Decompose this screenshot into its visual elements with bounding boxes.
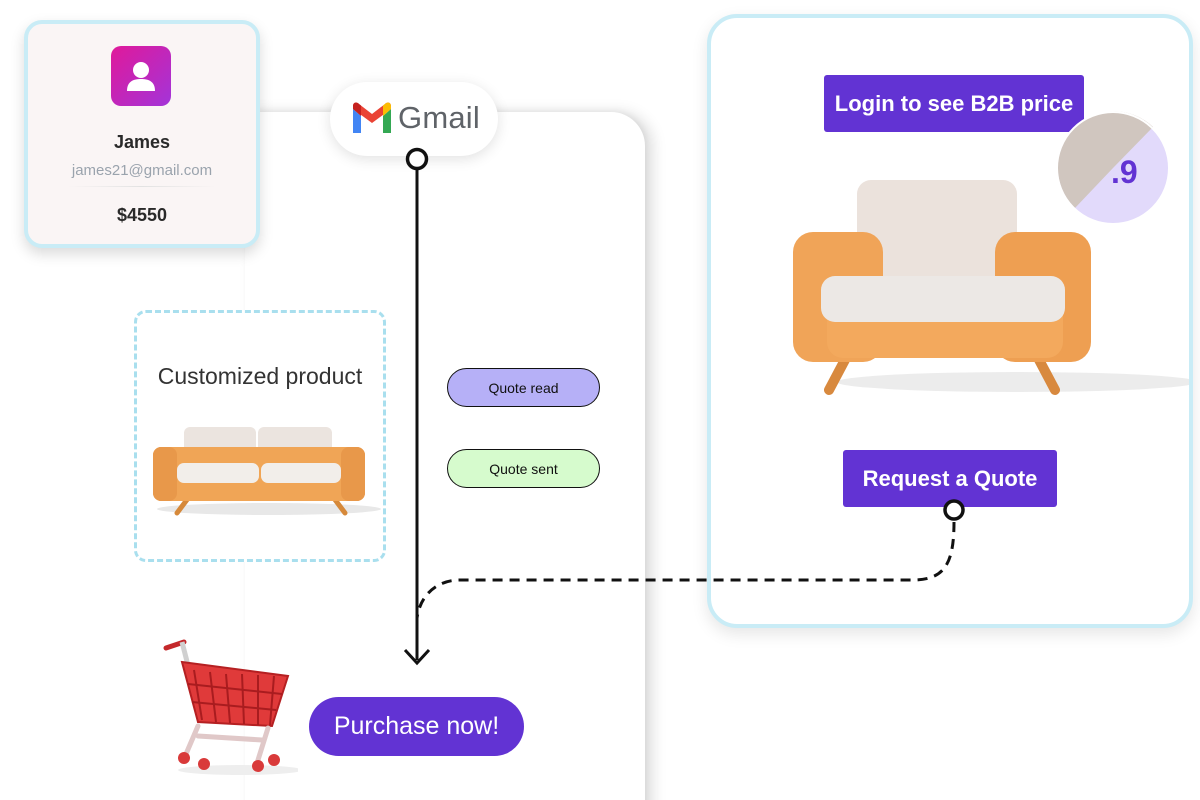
request-quote-button[interactable]: Request a Quote: [843, 450, 1057, 507]
purchase-now-button[interactable]: Purchase now!: [309, 697, 524, 756]
gmail-connector-node: [405, 147, 429, 171]
user-email: james21@gmail.com: [71, 162, 213, 179]
gmail-badge[interactable]: Gmail: [330, 82, 498, 156]
user-name: James: [113, 132, 171, 152]
divider: [68, 186, 216, 187]
arrow-head-icon: [403, 648, 431, 666]
customized-product-title: Customized product: [157, 363, 363, 389]
user-avatar: [111, 46, 171, 106]
quote-read-status: Quote read: [447, 368, 600, 407]
user-icon: [127, 62, 155, 91]
armchair-image: [793, 180, 1189, 395]
quote-to-purchase-dashed-line: [415, 521, 956, 619]
login-b2b-price-button[interactable]: Login to see B2B price: [824, 75, 1084, 132]
quote-connector-node: [943, 499, 965, 521]
shopping-cart-icon: [163, 639, 298, 775]
gmail-logo-icon: [353, 102, 391, 133]
gmail-label: Gmail: [398, 100, 480, 135]
user-card[interactable]: James james21@gmail.com $4550: [24, 20, 260, 248]
quote-sent-status: Quote sent: [447, 449, 600, 488]
price-badge: .9: [1056, 111, 1170, 225]
sofa-image: [153, 427, 381, 516]
customized-product-card[interactable]: Customized product: [134, 310, 386, 562]
product-card: Login to see B2B price .9 Request a Quot…: [707, 14, 1193, 628]
user-balance: $4550: [116, 205, 168, 225]
